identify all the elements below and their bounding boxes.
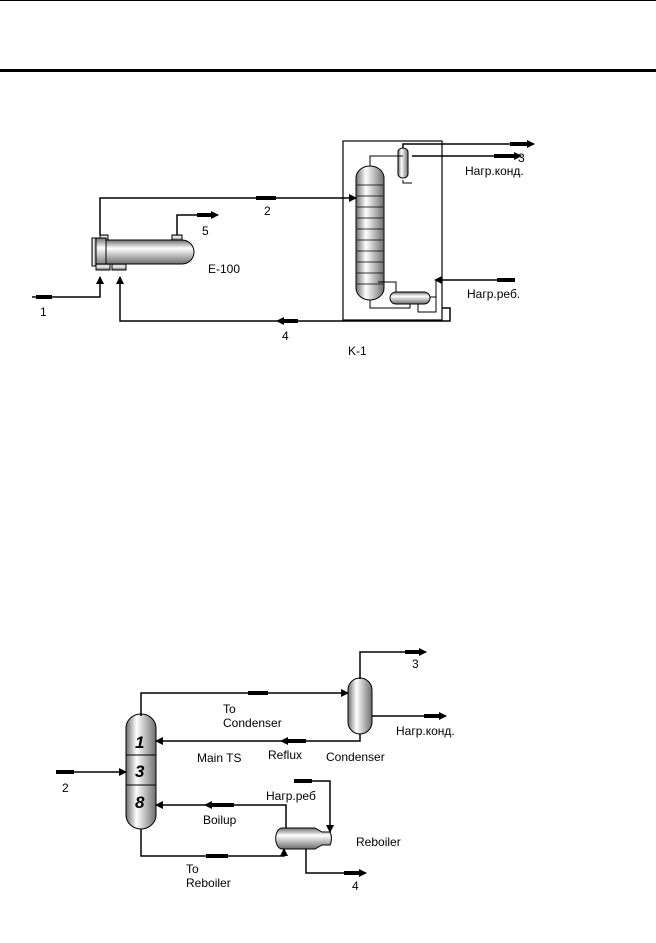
d2-to-reboiler-line2: Reboiler (186, 876, 231, 890)
d2-to-reboiler-line1: To (186, 862, 199, 876)
d2-reboiler-duty-label: Нагр.реб (266, 789, 316, 803)
d2-to-condenser-line1: To (223, 702, 236, 716)
tray-label-bottom: 8 (135, 793, 145, 812)
d1-condenser-duty-label: Нагр.конд. (465, 164, 524, 178)
d2-reboiler-label: Reboiler (356, 835, 401, 849)
d2-stream-2-label: 2 (62, 781, 69, 795)
top-rule (0, 0, 656, 1)
reboiler-vessel-2[interactable] (275, 827, 332, 850)
d2-condenser-label: Condenser (326, 750, 385, 764)
column-frame (342, 140, 443, 321)
d1-stream-2-label: 2 (264, 204, 271, 218)
d1-stream-4-label: 4 (282, 329, 289, 343)
diagram-1-arrowheads (36, 142, 530, 325)
d1-reboiler-duty-label: Нагр.реб. (467, 287, 520, 301)
d1-stream-1-label: 1 (40, 305, 47, 319)
distillation-column-k1[interactable] (355, 165, 385, 301)
tray-label-top: 1 (135, 733, 144, 752)
d2-stream-3-label: 3 (412, 657, 419, 671)
diagram-2: 1 3 8 (56, 648, 455, 893)
d2-condenser-duty-label: Нагр.конд. (396, 724, 455, 738)
d1-exchanger-label: E-100 (208, 262, 240, 276)
column-internal-lines (369, 155, 437, 313)
diagram-2-arrowheads (56, 650, 442, 875)
d2-stream-4-label: 4 (352, 879, 359, 893)
d2-main-ts-label: Main TS (197, 751, 241, 765)
d2-reflux-label: Reflux (268, 748, 302, 762)
d2-boilup-label: Boilup (203, 813, 237, 827)
tray-label-mid: 3 (135, 762, 145, 781)
main-tray-section[interactable]: 1 3 8 (125, 713, 157, 830)
d2-to-condenser-line2: Condenser (223, 716, 282, 730)
condenser-vessel[interactable] (397, 147, 409, 179)
reboiler-vessel[interactable] (389, 291, 431, 305)
d1-column-label: K-1 (348, 344, 367, 358)
heat-exchanger-e100[interactable] (91, 234, 195, 271)
diagram-1: 1 2 5 E-100 3 Нагр.конд. Нагр.реб. 4 K-1 (32, 140, 535, 358)
d1-stream-3-label: 3 (518, 151, 525, 165)
header-divider (0, 69, 656, 72)
condenser-vessel-2[interactable] (347, 677, 373, 735)
diagram-1-streams (32, 140, 535, 322)
d1-stream-5-label: 5 (202, 224, 209, 238)
